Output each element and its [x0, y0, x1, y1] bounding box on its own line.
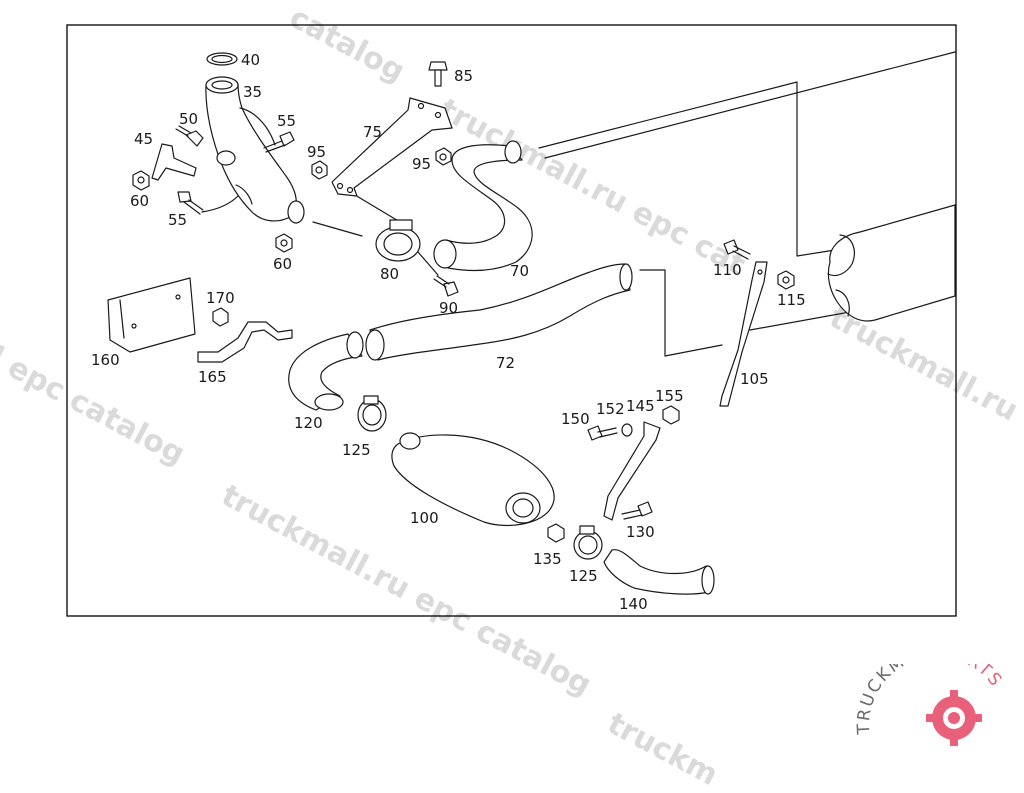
part-label: 95: [307, 143, 326, 161]
part-pipe-70: [433, 140, 533, 272]
part-label: 70: [510, 262, 529, 280]
part-nut-95: [311, 160, 328, 180]
part-label: 90: [439, 299, 458, 317]
part-elbow-120: [288, 331, 364, 411]
part-bracket-145: [603, 421, 661, 521]
part-bolt-150: [587, 425, 618, 441]
part-clamp-125: [573, 525, 603, 560]
part-pipe-72: [365, 263, 633, 361]
part-front-pipe-35: [201, 76, 305, 224]
part-nut-170: [212, 307, 229, 327]
parts-diagram: 40 35 85 50 55 45 75 95 95 60 55 60 80 7…: [66, 24, 957, 617]
part-washer-152: [621, 423, 633, 437]
part-clamp-125: [357, 395, 387, 432]
part-label: 95: [412, 155, 431, 173]
part-nut-60: [275, 233, 293, 253]
part-label: 55: [168, 211, 187, 229]
part-label: 152: [596, 400, 625, 418]
part-bolt-55: [177, 191, 204, 215]
part-label: 110: [713, 261, 742, 279]
part-label: 125: [569, 567, 598, 585]
part-bracket-45: [151, 143, 197, 181]
part-heat-shield-160: [107, 277, 196, 353]
part-label: 135: [533, 550, 562, 568]
part-label: 85: [454, 67, 473, 85]
part-gasket-40: [206, 52, 238, 66]
part-label: 105: [740, 370, 769, 388]
part-label: 55: [277, 112, 296, 130]
part-label: 35: [243, 83, 262, 101]
logo-text: TRUCKMALLPARTS: [856, 664, 1006, 736]
part-label: 165: [198, 368, 227, 386]
part-nut-135: [547, 523, 565, 543]
part-bolt-130: [621, 501, 653, 520]
part-nut-95: [435, 147, 452, 166]
part-bolt-55: [263, 131, 295, 153]
truckmall-parts-logo: TRUCKMALLPARTS: [856, 664, 1006, 746]
part-label: 160: [91, 351, 120, 369]
part-label: 60: [273, 255, 292, 273]
part-hanger-105: [719, 261, 768, 407]
gear-icon: [926, 690, 982, 746]
part-label: 45: [134, 130, 153, 148]
part-strap-165: [197, 321, 293, 363]
part-label: 170: [206, 289, 235, 307]
part-label: 155: [655, 387, 684, 405]
part-label: 120: [294, 414, 323, 432]
part-label: 50: [179, 110, 198, 128]
part-label: 40: [241, 51, 260, 69]
part-label: 60: [130, 192, 149, 210]
part-rear-silencer: [827, 204, 956, 322]
part-label: 80: [380, 265, 399, 283]
part-tailpipe-140: [603, 549, 715, 595]
part-bolt-50: [175, 125, 204, 147]
part-label: 125: [342, 441, 371, 459]
part-nut-155: [662, 405, 680, 425]
part-label: 72: [496, 354, 515, 372]
part-label: 100: [410, 509, 439, 527]
part-label: 130: [626, 523, 655, 541]
part-muffler-100: [391, 432, 555, 527]
part-bolt-85: [428, 61, 448, 87]
part-clamp-80: [375, 219, 421, 262]
part-bracket-75: [331, 97, 453, 197]
part-label: 145: [626, 397, 655, 415]
part-nut-60: [132, 170, 150, 191]
part-label: 115: [777, 291, 806, 309]
diagram-frame: [66, 24, 957, 617]
part-label: 150: [561, 410, 590, 428]
part-nut-115: [777, 270, 795, 290]
part-label: 140: [619, 595, 648, 613]
part-bolt-110: [723, 239, 751, 260]
part-labels: 40 35 85 50 55 45 75 95 95 60 55 60 80 7…: [91, 51, 806, 613]
part-label: 75: [363, 123, 382, 141]
part-bolt-90: [433, 275, 459, 297]
